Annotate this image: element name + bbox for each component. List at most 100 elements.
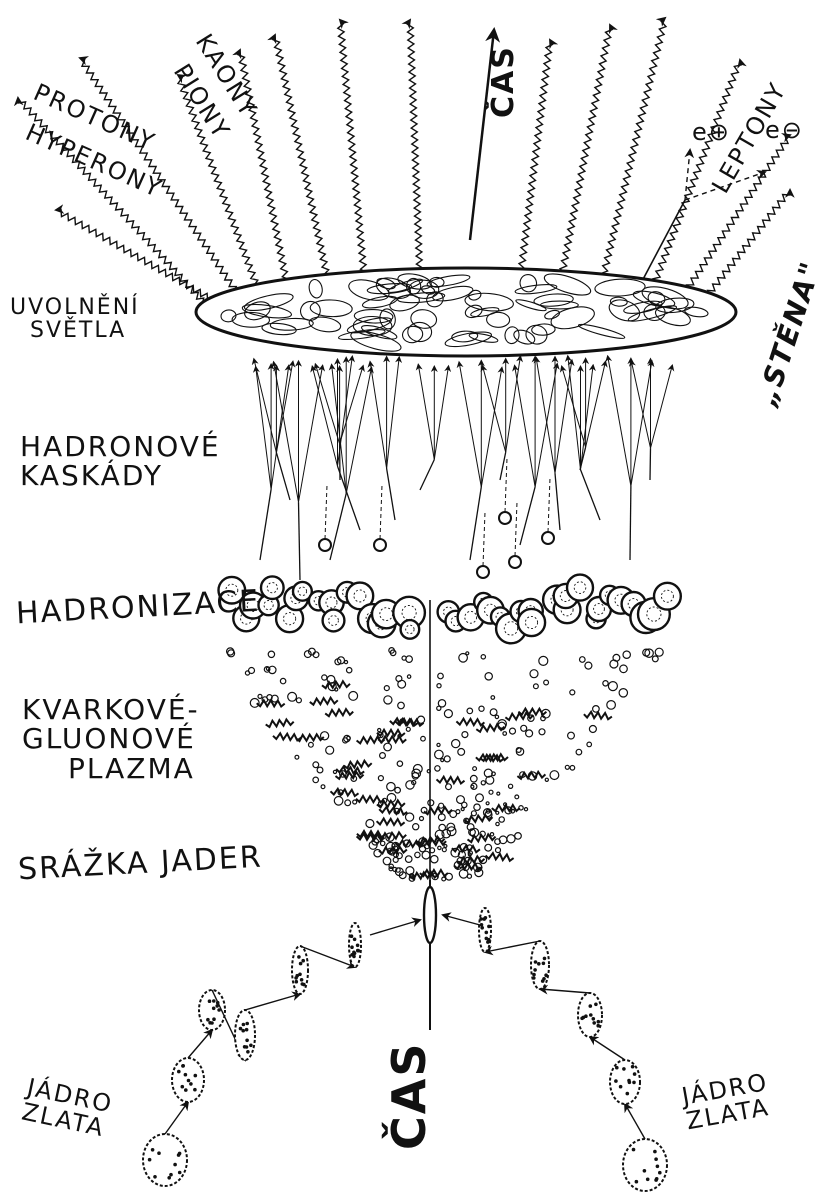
quark bbox=[334, 658, 342, 666]
quark bbox=[294, 754, 300, 760]
quark bbox=[316, 766, 324, 774]
nucleon bbox=[249, 1043, 253, 1048]
quark bbox=[456, 795, 466, 805]
nucleon bbox=[486, 940, 490, 944]
nucleon bbox=[654, 1177, 659, 1181]
nucleon bbox=[618, 1084, 623, 1089]
quark bbox=[426, 769, 431, 774]
quark bbox=[484, 671, 494, 681]
quark bbox=[388, 647, 396, 654]
right-incoming-arrow bbox=[441, 912, 481, 926]
gluon bbox=[256, 698, 286, 709]
wall-swirl bbox=[647, 291, 666, 306]
gluon bbox=[466, 832, 497, 844]
quark bbox=[427, 799, 435, 807]
cascade-branch bbox=[386, 355, 403, 469]
wall-swirl bbox=[470, 307, 500, 318]
wall-swirl bbox=[299, 300, 321, 321]
wall-swirl bbox=[220, 309, 237, 323]
nucleon bbox=[245, 1038, 249, 1043]
wall-swirl bbox=[361, 295, 398, 309]
cascade-branch bbox=[534, 362, 560, 487]
quark bbox=[319, 731, 330, 741]
quark bbox=[443, 843, 448, 849]
quark bbox=[383, 684, 390, 692]
nucleon bbox=[532, 976, 536, 980]
nucleon bbox=[596, 1019, 601, 1024]
quark bbox=[507, 783, 514, 790]
quark bbox=[484, 843, 493, 852]
quark bbox=[475, 793, 485, 803]
wall-swirl bbox=[504, 326, 520, 345]
hadron-core bbox=[560, 603, 574, 617]
quark bbox=[449, 810, 458, 819]
quark bbox=[651, 655, 659, 663]
quark bbox=[544, 777, 550, 783]
quark bbox=[395, 852, 403, 860]
lepton-track bbox=[639, 199, 686, 286]
quark bbox=[405, 726, 411, 732]
nucleon bbox=[630, 1064, 635, 1069]
wall-swirl bbox=[308, 278, 323, 299]
quark bbox=[279, 677, 287, 685]
quark bbox=[445, 872, 454, 881]
hadron-core bbox=[573, 581, 587, 594]
gluon bbox=[378, 844, 408, 856]
particle-ray-2 bbox=[54, 204, 231, 311]
nucleon bbox=[206, 1017, 210, 1022]
nucleon bbox=[150, 1148, 155, 1152]
hadron bbox=[345, 581, 375, 611]
wall-swirl bbox=[379, 308, 396, 330]
quark bbox=[494, 714, 500, 720]
nucleon bbox=[177, 1170, 182, 1175]
wall-swirl bbox=[464, 304, 483, 319]
quark bbox=[321, 674, 328, 681]
hadron-core bbox=[464, 610, 478, 624]
quark bbox=[445, 783, 453, 791]
wall-swirl bbox=[550, 306, 595, 330]
quark bbox=[470, 810, 477, 817]
quark bbox=[469, 774, 478, 783]
nucleon bbox=[244, 1027, 249, 1032]
quark bbox=[490, 695, 496, 700]
quark bbox=[523, 807, 529, 812]
wall-swirl bbox=[655, 297, 695, 314]
time-arrow-top bbox=[468, 27, 501, 241]
nucleon bbox=[533, 960, 538, 964]
quark bbox=[396, 760, 404, 768]
quark bbox=[382, 856, 392, 866]
quark bbox=[388, 863, 395, 870]
quark bbox=[592, 705, 600, 713]
nucleon bbox=[301, 958, 306, 963]
quark bbox=[437, 672, 444, 680]
gluon bbox=[416, 834, 446, 846]
nucleon bbox=[167, 1176, 171, 1180]
cascade-branch bbox=[533, 356, 556, 474]
quark bbox=[586, 741, 593, 748]
nucleon bbox=[631, 1147, 636, 1152]
quark bbox=[494, 838, 501, 845]
quark bbox=[386, 781, 396, 792]
nucleon bbox=[244, 1045, 249, 1049]
quark bbox=[515, 746, 522, 753]
quark bbox=[267, 650, 276, 659]
gluon bbox=[394, 716, 425, 728]
cascade-stem bbox=[579, 469, 601, 521]
cascade-branch bbox=[270, 364, 292, 490]
nucleon bbox=[632, 1080, 636, 1085]
nucleon bbox=[634, 1179, 639, 1184]
nucleon bbox=[212, 1017, 216, 1021]
quark bbox=[461, 730, 469, 739]
quark bbox=[607, 680, 619, 692]
gluon bbox=[484, 851, 515, 863]
nucleon bbox=[153, 1175, 157, 1179]
nucleus-motion-arrow bbox=[164, 1100, 190, 1135]
particle-rays bbox=[13, 16, 795, 316]
quark bbox=[564, 764, 570, 770]
quark bbox=[529, 669, 539, 679]
quark bbox=[249, 697, 260, 708]
quark bbox=[458, 652, 469, 663]
nucleon bbox=[580, 1016, 584, 1021]
wall-swirl bbox=[397, 273, 432, 290]
quark bbox=[457, 747, 466, 756]
